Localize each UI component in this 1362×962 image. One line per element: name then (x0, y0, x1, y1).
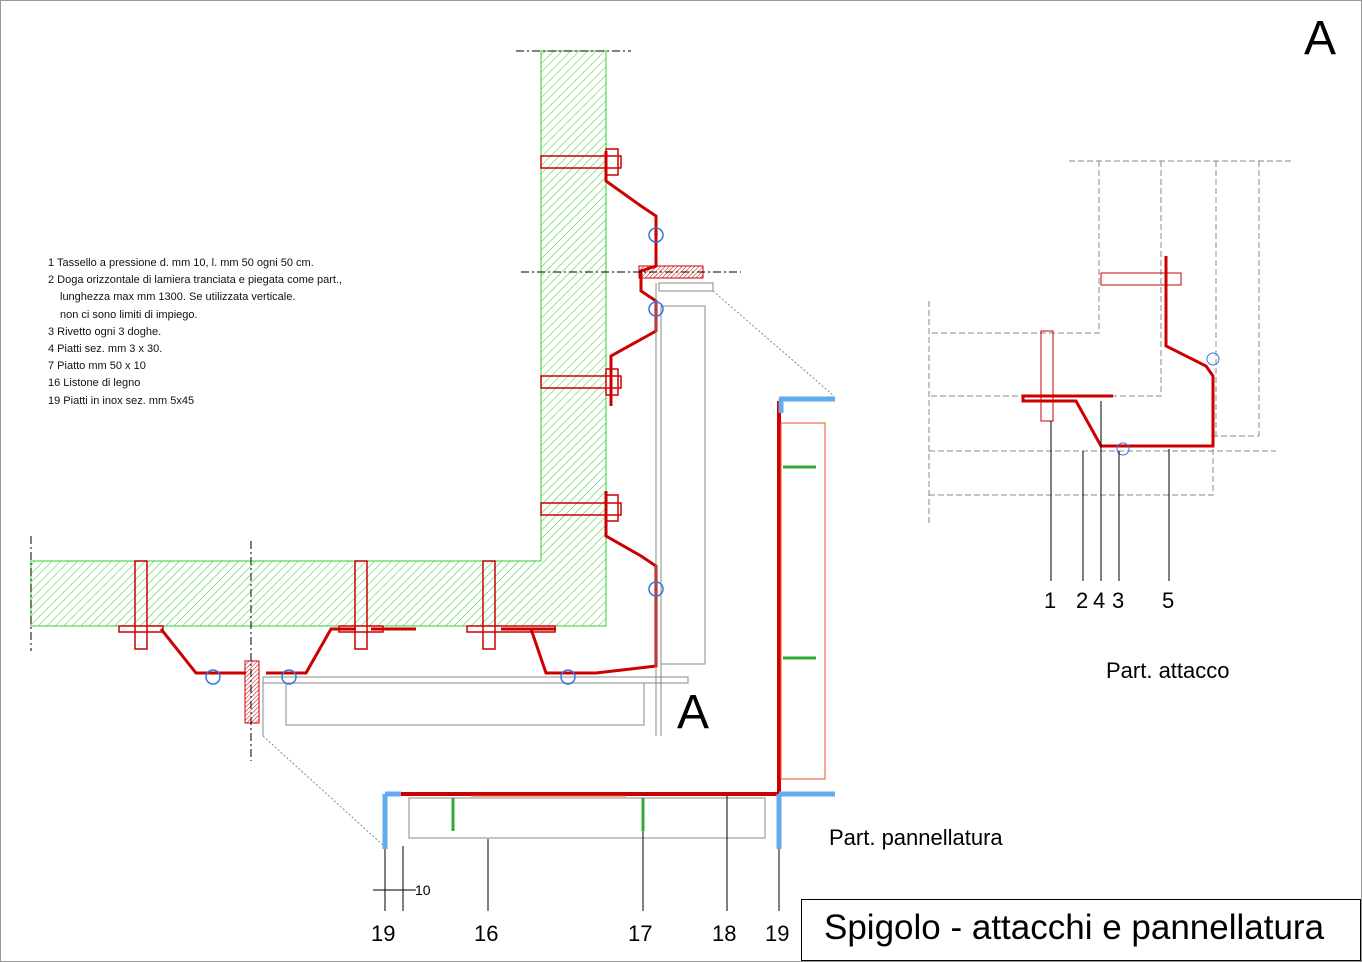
plate-7 (244, 265, 741, 761)
legend-item: non ci sono limiti di impiego. (60, 308, 198, 321)
attach-detail (928, 160, 1293, 581)
panel-caption: Part. pannellatura (829, 825, 1003, 850)
callout-1: 1 (1044, 588, 1057, 613)
callout-5: 5 (1162, 588, 1175, 613)
legend: 1 Tassello a pressione d. mm 10, l. mm 5… (48, 255, 342, 410)
section-mark-a-drawing: A (677, 686, 710, 739)
callout-4: 4 (1093, 588, 1106, 613)
section-mark-a-top: A (1304, 12, 1337, 65)
panel (373, 396, 835, 911)
legend-item: 7 Piatto mm 50 x 10 (48, 360, 146, 373)
callout-3: 3 (1112, 588, 1125, 613)
callout-2: 2 (1076, 588, 1089, 613)
anchors (118, 148, 622, 650)
callout-19-left: 19 (371, 921, 396, 946)
legend-item: lunghezza max mm 1300. Se utilizzata ver… (60, 291, 296, 304)
callout-17: 17 (628, 921, 653, 946)
legend-item: 16 Listone di legno (48, 377, 141, 390)
rivets (205, 227, 664, 685)
legend-item: 1 Tassello a pressione d. mm 10, l. mm 5… (48, 257, 314, 269)
legend-item: 3 Rivetto ogni 3 doghe. (48, 325, 162, 338)
callout-19-right: 19 (765, 921, 790, 946)
title-block: Spigolo - attacchi e pannellatura (801, 899, 1361, 961)
dimension-label: 10 (415, 882, 431, 898)
callout-18: 18 (712, 921, 737, 946)
wall-section (30, 50, 631, 651)
callout-16: 16 (474, 921, 499, 946)
legend-item: 19 Piatti in inox sez. mm 5x45 (48, 394, 195, 407)
legend-item: 4 Piatti sez. mm 3 x 30. (48, 343, 163, 356)
attach-caption: Part. attacco (1106, 658, 1230, 683)
drawing-title: Spigolo - attacchi e pannellatura (824, 908, 1325, 947)
wood-battens (262, 282, 835, 847)
legend-item: 2 Doga orizzontale di lamiera tranciata … (48, 274, 343, 287)
